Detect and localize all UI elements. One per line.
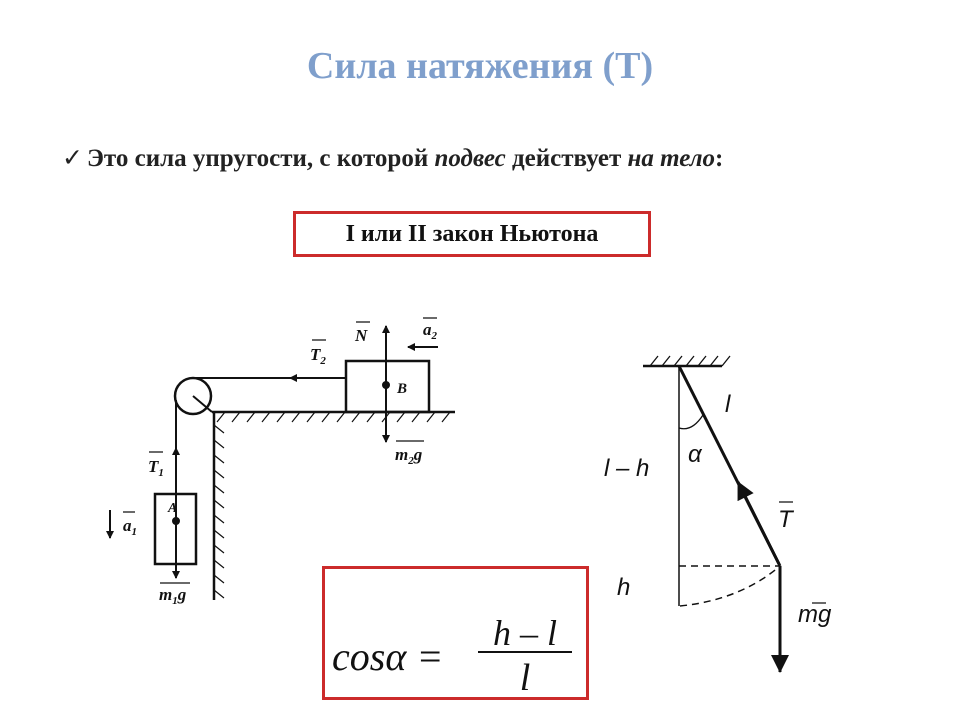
vector-overbars-right: [779, 501, 826, 604]
table-hatching: [216, 411, 451, 423]
pulley-system-diagram: [106, 317, 455, 600]
label-T2: T2: [310, 345, 326, 367]
formula: cosα = h – l l: [332, 613, 572, 699]
swing-arc-dashed: [679, 565, 781, 607]
slide-title: Сила натяжения (T): [306, 45, 654, 87]
label-l-minus-h: l – h: [604, 455, 649, 482]
angle-arc: [678, 414, 704, 430]
label-m1g: m1g: [159, 585, 187, 607]
label-a1: a1: [123, 516, 137, 538]
label-mg: mg: [798, 601, 832, 628]
bullet-part-1: Это сила упругости, с которой: [86, 145, 435, 172]
bullet-emphasis-body: на тело: [627, 145, 716, 172]
checkmark-icon: ✓: [62, 145, 83, 172]
vector-overbars: [123, 317, 437, 584]
formula-lhs: cosα =: [332, 634, 443, 679]
bullet-part-2: действует: [505, 145, 628, 172]
label-B: B: [396, 381, 407, 397]
bullet-definition: ✓Это сила упругости, с которой подвес де…: [62, 140, 842, 178]
pendulum-diagram: [643, 355, 826, 673]
label-A: A: [167, 501, 177, 516]
pulley-mount: [192, 395, 213, 413]
newton-law-box: I или II закон Ньютона: [293, 211, 651, 257]
label-m2g: m2g: [395, 445, 423, 467]
formula-numerator: h – l: [493, 613, 557, 653]
label-N: N: [354, 326, 368, 345]
formula-box: [322, 566, 589, 700]
ceiling-hatching: [649, 355, 731, 367]
bullet-emphasis-suspension: подвес: [434, 145, 506, 172]
bullet-part-3: :: [715, 145, 724, 172]
arrow-tension-T: [736, 481, 781, 565]
label-l: l: [725, 391, 731, 418]
label-T1: T1: [148, 457, 164, 479]
label-h: h: [617, 574, 630, 601]
formula-denominator: l: [520, 657, 531, 699]
block-b: [344, 359, 431, 414]
label-T: T: [778, 506, 795, 533]
label-alpha: α: [688, 441, 703, 468]
label-a2: a2: [423, 320, 438, 342]
wall-hatching: [213, 424, 225, 599]
